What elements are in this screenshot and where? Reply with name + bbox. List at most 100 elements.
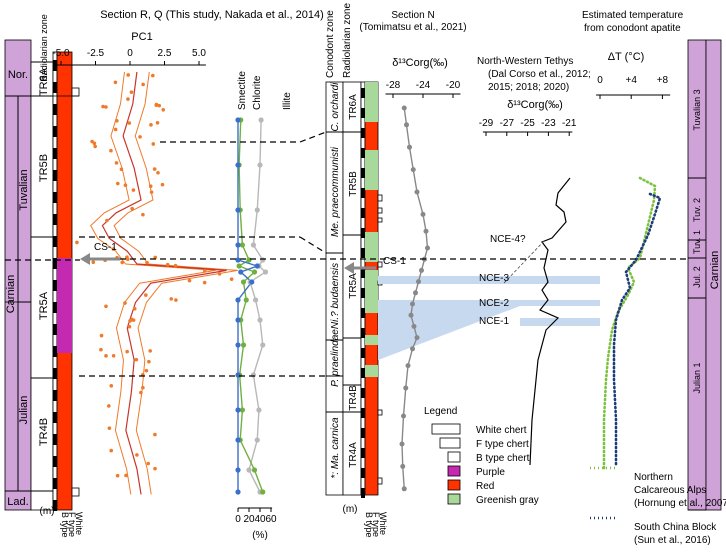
mid-depth-tick (361, 148, 365, 158)
legend-swatch (447, 451, 461, 463)
mid-depth-tick (361, 248, 365, 258)
mid-depth-tick (361, 468, 365, 478)
pc1-data-point (75, 240, 79, 245)
pc1-data-point (104, 105, 108, 109)
zone-tr5b-label: TR5B (38, 154, 50, 182)
pc1-data-point (123, 183, 128, 187)
zone-tr4b-label: TR4B (38, 418, 50, 446)
pc1-data-point (109, 448, 114, 453)
mid-depth-tick (361, 388, 365, 398)
depth-scale-tick (53, 236, 57, 247)
illite-point (260, 257, 266, 263)
chlorite-point (260, 489, 266, 495)
mid-lithology-type-label: White (378, 512, 388, 535)
section-n-point (420, 211, 426, 217)
tethys-carbon-isotope-panel: North-Western Tethys(Dal Corso et al., 2… (477, 56, 591, 466)
tethys-axis-label: δ¹³Corg(‰) (507, 99, 563, 111)
depth-scale-tick (53, 214, 57, 225)
illite-point (260, 342, 266, 348)
section-n-point (401, 486, 407, 492)
smectite-point (235, 257, 241, 263)
smectite-point (235, 467, 241, 473)
pc1-data-point (151, 142, 156, 146)
greenish-gray-bed (365, 232, 378, 262)
section-n-point (414, 335, 420, 341)
tethys-ref-1: (Dal Corso et al., 2012; (488, 69, 591, 80)
smectite-point (235, 242, 241, 248)
greenish-gray-bed (365, 365, 378, 377)
pc1-data-point (202, 269, 207, 273)
pc1-data-point (93, 144, 97, 149)
nce-3-band (378, 276, 600, 284)
pc1-mean-line (101, 71, 227, 495)
pc1-data-point (138, 135, 142, 139)
pc1-data-point (144, 293, 148, 297)
mid-depth-tick (361, 488, 365, 498)
smectite-point (235, 437, 241, 443)
pc1-data-point (101, 104, 105, 109)
pc1-data-point (126, 73, 130, 77)
tethys-tick-label: -27 (500, 118, 515, 129)
chert-bed (377, 409, 383, 416)
pc1-data-point (161, 107, 166, 112)
chlorite-point (236, 263, 242, 269)
pc1-data-point (173, 263, 178, 268)
depth-scale-tick (53, 390, 57, 401)
illite-label: Illite (282, 92, 293, 110)
pc1-data-point (125, 255, 129, 259)
mid-depth-tick (361, 348, 365, 358)
pc1-data-point (131, 318, 136, 322)
conodont-zone-header: Conodont zone (325, 10, 336, 78)
legend-title: Legend (424, 406, 457, 417)
mid-depth-tick (361, 108, 365, 118)
section-n-point (410, 167, 416, 173)
chlorite-point (246, 257, 252, 263)
mid-zone-label: TR5B (348, 171, 359, 197)
right-stage-column (705, 39, 722, 511)
depth-scale-tick (53, 280, 57, 291)
smectite-point (249, 279, 255, 285)
section-n-tick-label: -24 (416, 80, 431, 91)
pc1-data-point (109, 384, 114, 388)
legend-item-label: Purple (476, 467, 505, 478)
lithology-type-label: F type (67, 512, 77, 537)
pc1-data-point (187, 278, 192, 283)
pc1-data-point (131, 188, 136, 192)
section-n-point (419, 267, 424, 273)
nce-3-label: NCE-3 (479, 273, 509, 284)
depth-scale-tick (53, 456, 57, 467)
depth-unit-label: (m) (40, 506, 55, 517)
depth-scale-tick (53, 368, 57, 379)
stage-carnian-label: Carnian (5, 275, 17, 314)
pc1-data-point (160, 182, 165, 187)
tethys-d13c-line (529, 177, 571, 466)
greenish-gray-bed (365, 295, 378, 313)
pc1-data-point (145, 260, 149, 265)
mid-depth-tick (361, 288, 365, 298)
mid-depth-tick (361, 228, 365, 238)
smectite-point (254, 263, 260, 269)
cs1-arrow-head (80, 253, 90, 265)
section-n-tick-label: -20 (446, 80, 461, 91)
pc1-data-point (153, 432, 157, 437)
section-n-point (423, 228, 429, 234)
pc1-data-point (113, 127, 118, 132)
section-n-carbon-isotope-panel: Section N(Tomimatsu et al., 2021)δ¹³Corg… (344, 10, 600, 492)
section-rq-title: Section R, Q (This study, Nakada et al.,… (100, 9, 324, 21)
mid-depth-tick (361, 128, 365, 138)
pc1-data-point (127, 324, 132, 329)
pc1-data-point (149, 123, 153, 127)
pc1-data-point (107, 426, 112, 430)
pc1-data-point (139, 390, 143, 395)
legend-item-label: Red (476, 481, 494, 492)
tethys-tick-label: -23 (541, 118, 556, 129)
legend-swatch (447, 479, 461, 491)
illite-point (246, 467, 252, 473)
pc1-data-point (146, 461, 151, 466)
nce-1-band (520, 318, 600, 326)
nca-dotted-line (602, 176, 657, 472)
clay-tick-label: 60 (265, 514, 277, 525)
smectite-point (235, 407, 241, 413)
